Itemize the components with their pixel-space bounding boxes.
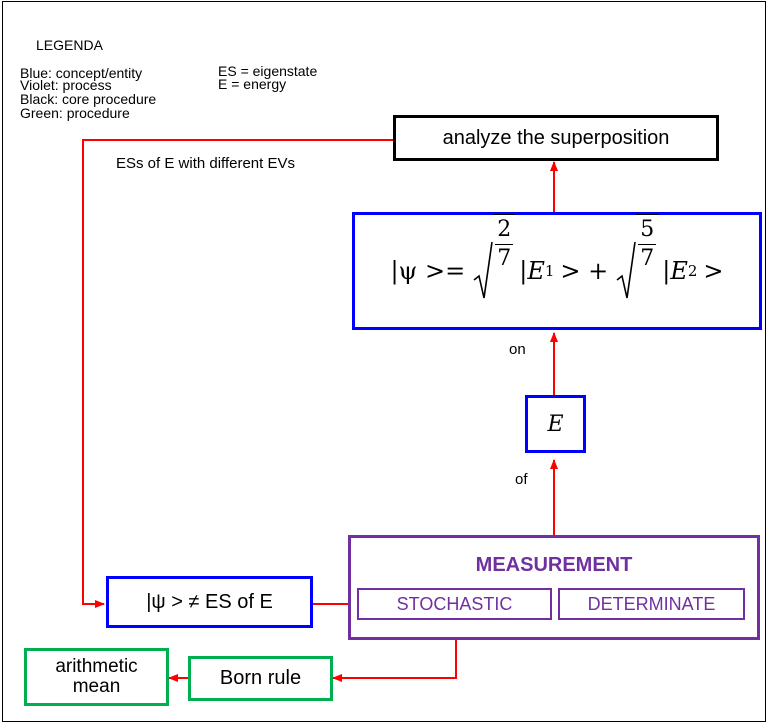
formula-lhs: |ψ >=: [390, 257, 466, 285]
c1-num: 2: [497, 217, 512, 242]
formula-plus: > +: [560, 257, 609, 285]
born-rule-box: Born rule: [188, 656, 333, 701]
ket-1: |E: [519, 257, 545, 285]
psi-not-es-box: |ψ > ≠ ES of E: [106, 576, 313, 628]
legend-title: LEGENDA: [36, 37, 103, 53]
edge-label-of-text: of: [515, 471, 528, 488]
determinate-box: DETERMINATE: [558, 588, 745, 620]
measurement-label: MEASUREMENT: [475, 554, 633, 576]
measurement-box: MEASUREMENT: [348, 535, 760, 640]
sqrt-term-1: 2 7: [473, 214, 516, 302]
sqrt-term-2: 5 7: [616, 214, 659, 302]
ket-2: |E: [662, 257, 688, 285]
arithmetic-mean-line2: mean: [72, 676, 121, 697]
edge-label-ess: ESs of E with different EVs: [116, 155, 295, 172]
formula-end: >: [703, 257, 724, 285]
stochastic-box: STOCHASTIC: [357, 588, 552, 620]
c1-den: 7: [497, 246, 512, 271]
c2-num: 5: [640, 217, 655, 242]
sqrt-sign-1: [473, 241, 494, 299]
legend-es: ES = eigenstate: [218, 63, 318, 79]
c2-den: 7: [640, 246, 655, 271]
legend-energy: E = energy: [218, 76, 287, 92]
legend-violet: Violet: process: [20, 77, 112, 93]
legend-blue: Blue: concept/entity: [20, 65, 143, 81]
sqrt-sign-2: [616, 241, 637, 299]
analyze-label: analyze the superposition: [442, 126, 670, 149]
ket-2-sub: 2: [687, 262, 698, 280]
legend-green: Green: procedure: [20, 105, 130, 121]
arithmetic-mean-box: arithmetic mean: [24, 648, 169, 706]
ket-1-sub: 1: [544, 262, 555, 280]
edge-label-of: of: [515, 471, 528, 488]
edge-label-on-text: on: [509, 341, 526, 358]
energy-label: E: [547, 411, 564, 437]
energy-box: E: [525, 395, 586, 453]
arithmetic-mean-line1: arithmetic: [55, 656, 138, 677]
born-rule-label: Born rule: [219, 667, 302, 689]
determinate-label: DETERMINATE: [587, 593, 716, 614]
edge-analyze-to-psi: [82, 139, 393, 608]
edge-label-ess-text: ESs of E with different EVs: [116, 155, 295, 172]
psi-not-es-label: |ψ > ≠ ES of E: [146, 590, 273, 613]
analyze-superposition-box: analyze the superposition: [393, 115, 719, 161]
legend-black: Black: core procedure: [20, 91, 157, 107]
edge-label-on: on: [509, 341, 526, 358]
stochastic-label: STOCHASTIC: [396, 593, 513, 614]
